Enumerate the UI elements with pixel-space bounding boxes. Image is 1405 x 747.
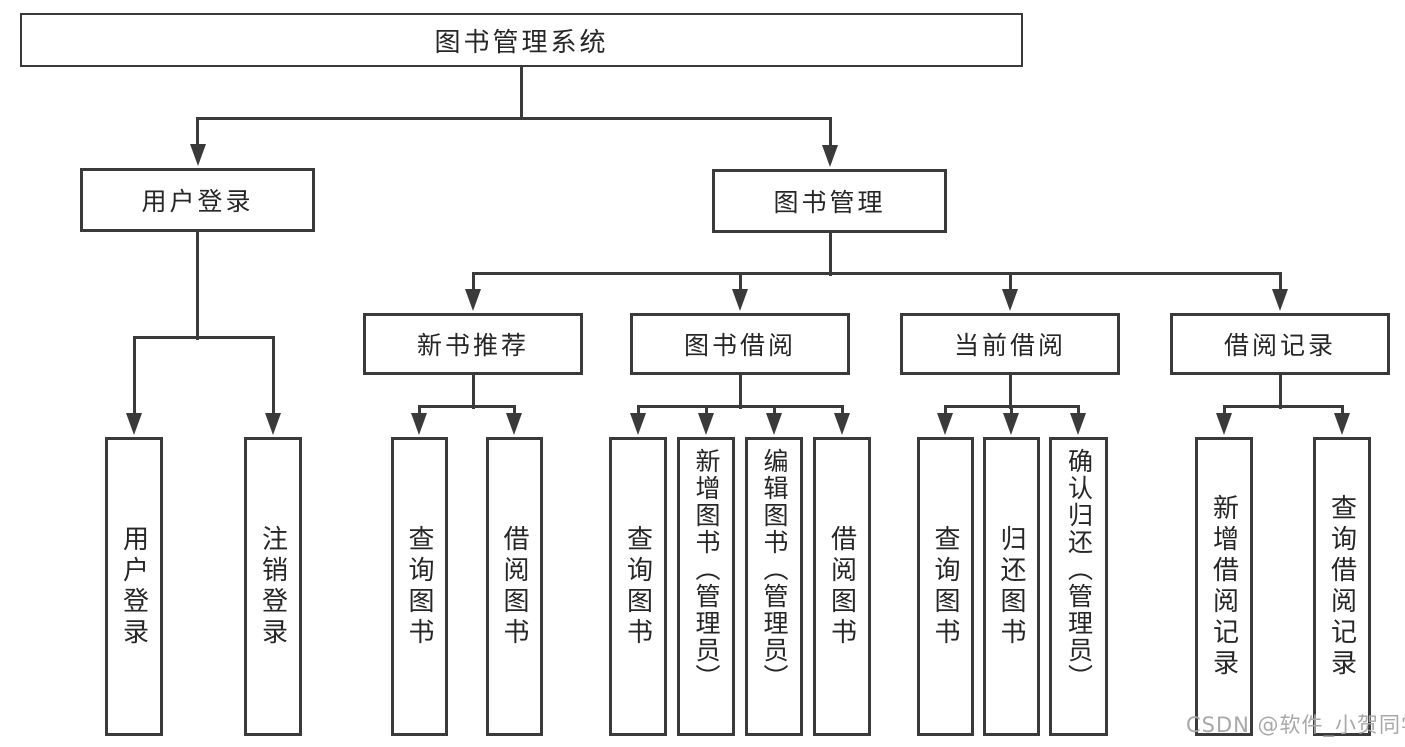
node-leaf-edit-book-admin: 编辑图书（管理员）	[745, 437, 803, 736]
arrow-stem	[840, 406, 844, 417]
node-leaf-query-borrow-record: 查询借阅记录	[1313, 437, 1371, 736]
connector-line	[828, 233, 832, 276]
node-leaf-add-borrow-record: 新增借阅记录	[1195, 437, 1253, 736]
arrow-down-icon	[189, 144, 206, 166]
node-leaf-user-login: 用户登录	[105, 437, 163, 736]
arrow-down-icon	[834, 413, 850, 435]
arrow-down-icon	[630, 413, 646, 435]
arrow-down-icon	[1334, 413, 1350, 435]
arrow-down-icon	[732, 289, 748, 311]
arrow-stem	[1009, 406, 1013, 417]
node-library-management-system: 图书管理系统	[20, 13, 1023, 67]
arrow-stem	[636, 406, 640, 417]
connector-line	[417, 404, 516, 408]
node-leaf-borrow-books-2: 借阅图书	[813, 437, 871, 736]
node-book-management: 图书管理	[712, 169, 947, 233]
csdn-watermark: CSDN @软件_小贺同学	[1186, 713, 1405, 737]
node-leaf-confirm-return-admin: 确认归还（管理员）	[1049, 437, 1108, 736]
connector-line	[196, 232, 199, 340]
connector-line	[1278, 375, 1282, 409]
arrow-stem	[1008, 273, 1012, 293]
node-book-borrowing: 图书借阅	[630, 313, 850, 375]
arrow-stem	[417, 406, 421, 417]
arrow-stem	[471, 273, 475, 293]
arrow-stem	[271, 337, 275, 417]
arrow-down-icon	[126, 413, 142, 435]
arrow-stem	[943, 406, 947, 417]
node-leaf-query-books-3: 查询图书	[917, 437, 974, 736]
connector-line	[1008, 375, 1012, 409]
connector-line	[471, 271, 1282, 275]
arrow-down-icon	[506, 413, 522, 435]
node-leaf-borrow-books-1: 借阅图书	[486, 437, 543, 736]
arrow-down-icon	[937, 413, 953, 435]
connector-line	[471, 375, 475, 409]
node-leaf-logout: 注销登录	[244, 437, 302, 736]
arrow-stem	[704, 406, 708, 417]
arrow-down-icon	[766, 413, 782, 435]
node-leaf-query-books-1: 查询图书	[391, 437, 448, 736]
arrow-down-icon	[1272, 289, 1288, 311]
arrow-stem	[828, 118, 832, 149]
node-leaf-query-books-2: 查询图书	[609, 437, 667, 736]
arrow-stem	[1278, 273, 1282, 293]
arrow-down-icon	[1002, 289, 1018, 311]
node-borrowing-records: 借阅记录	[1170, 313, 1390, 375]
node-new-book-recommendation: 新书推荐	[363, 313, 583, 375]
arrow-stem	[772, 406, 776, 417]
arrow-down-icon	[265, 413, 281, 435]
connector-line	[1222, 404, 1344, 408]
connector-line	[636, 404, 844, 408]
arrow-stem	[1340, 406, 1344, 417]
node-leaf-add-book-admin: 新增图书（管理员）	[677, 437, 735, 736]
node-user-login: 用户登录	[80, 168, 315, 232]
arrow-stem	[1222, 406, 1226, 417]
connector-line	[520, 67, 523, 120]
connector-line	[738, 375, 742, 409]
arrow-stem	[196, 118, 199, 148]
connector-line	[132, 335, 275, 339]
arrow-down-icon	[1070, 413, 1086, 435]
arrow-stem	[512, 406, 516, 417]
arrow-stem	[132, 337, 136, 417]
arrow-down-icon	[411, 413, 427, 435]
arrow-stem	[738, 273, 742, 293]
arrow-stem	[1076, 406, 1080, 417]
arrow-down-icon	[1216, 413, 1232, 435]
arrow-down-icon	[465, 289, 481, 311]
arrow-down-icon	[822, 145, 838, 167]
arrow-down-icon	[1003, 413, 1019, 435]
arrow-down-icon	[698, 413, 714, 435]
connector-line	[196, 116, 832, 120]
node-current-borrowing: 当前借阅	[900, 313, 1120, 375]
node-leaf-return-books: 归还图书	[983, 437, 1040, 736]
